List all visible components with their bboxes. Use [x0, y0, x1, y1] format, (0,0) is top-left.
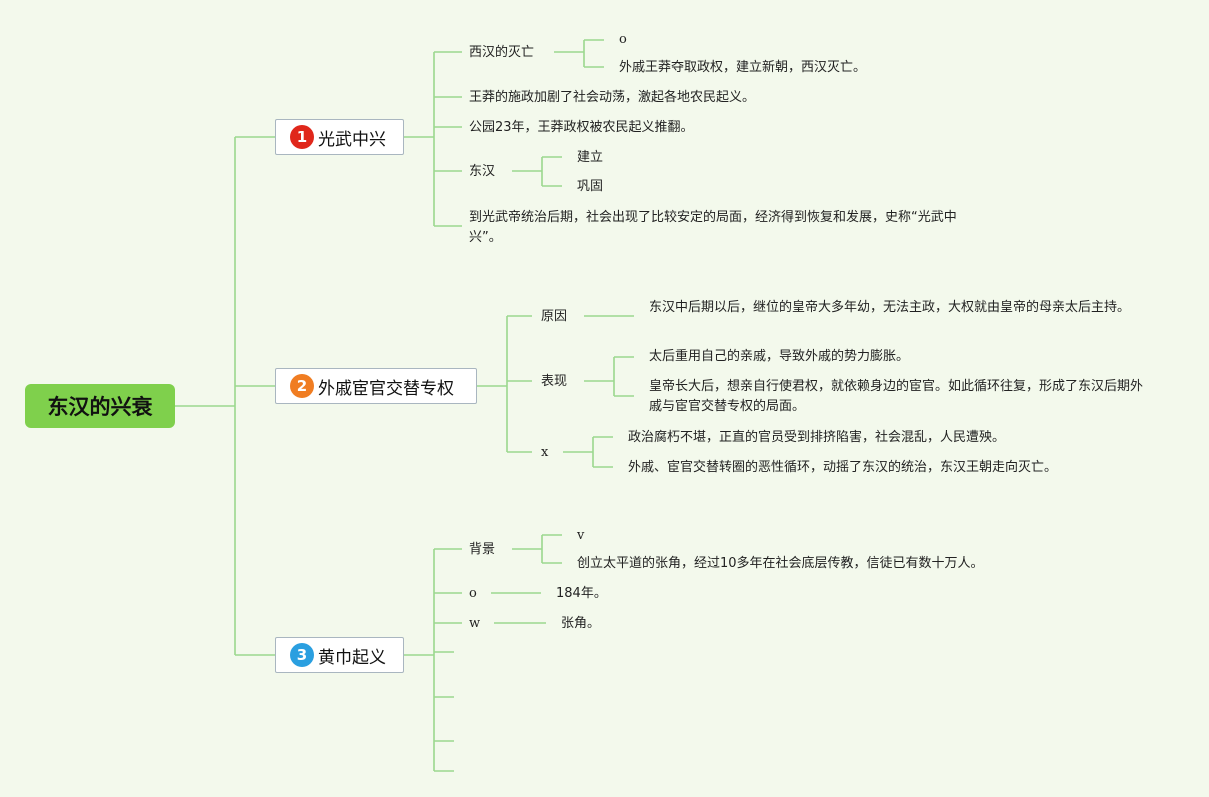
- topic-cause[interactable]: 原因: [541, 309, 568, 324]
- topic-o[interactable]: o: [469, 586, 477, 601]
- subtopic-corruption[interactable]: 政治腐朽不堪，正直的官员受到排挤陷害，社会混乱，人民遭殃。: [628, 430, 1006, 445]
- number-badge-2: 2: [290, 374, 314, 398]
- topic-eastern-han[interactable]: 东汉: [469, 164, 496, 179]
- topic-guangwu-revival[interactable]: 到光武帝统治后期，社会出现了比较安定的局面，经济得到恢复和发展，史称“光武中兴”…: [469, 210, 957, 245]
- subtopic-vicious-cycle[interactable]: 外戚、宦官交替转圈的恶性循环，动摇了东汉的统治，东汉王朝走向灭亡。: [628, 460, 1058, 475]
- branch-label: 黄巾起义: [318, 647, 386, 668]
- number-badge-3: 3: [290, 643, 314, 667]
- topic-w[interactable]: w: [469, 616, 481, 631]
- topic-western-han-fall[interactable]: 西汉的灭亡: [469, 45, 535, 60]
- subtopic-consolidate[interactable]: 巩固: [577, 179, 604, 194]
- topic-manifestation[interactable]: 表现: [541, 374, 568, 389]
- branch-yellow-turban[interactable]: 3 黄巾起义: [275, 637, 404, 673]
- topic-wang-mang-policies[interactable]: 王莽的施政加剧了社会动荡，激起各地农民起义。: [469, 90, 756, 105]
- branch-consort-eunuch[interactable]: 2 外戚宦官交替专权: [275, 368, 477, 404]
- topic-x[interactable]: x: [541, 445, 549, 460]
- branch-label: 外戚宦官交替专权: [318, 378, 454, 399]
- subtopic-eunuch-reliance[interactable]: 皇帝长大后，想亲自行使君权，就依赖身边的宦官。如此循环往复，形成了东汉后期外戚与…: [649, 379, 1144, 414]
- subtopic-young-emperors[interactable]: 东汉中后期以后，继位的皇帝大多年幼，无法主政，大权就由皇帝的母亲太后主持。: [649, 300, 1131, 315]
- subtopic-184[interactable]: 184年。: [556, 586, 607, 601]
- subtopic-zhang-jiao[interactable]: 张角。: [561, 616, 601, 631]
- subtopic-establish[interactable]: 建立: [577, 150, 604, 165]
- topic-background[interactable]: 背景: [469, 542, 496, 557]
- subtopic-empress-relatives[interactable]: 太后重用自己的亲戚，导致外戚的势力膨胀。: [649, 349, 910, 364]
- subtopic-o[interactable]: o: [619, 32, 627, 47]
- subtopic-v[interactable]: v: [577, 528, 585, 543]
- subtopic-wang-mang-usurp[interactable]: 外戚王莽夺取政权，建立新朝，西汉灭亡。: [619, 60, 867, 75]
- branch-guangwu[interactable]: 1 光武中兴: [275, 119, 404, 155]
- subtopic-zhang-jiao-taiping[interactable]: 创立太平道的张角，经过10多年在社会底层传教，信徒已有数十万人。: [577, 556, 984, 571]
- topic-23-ad[interactable]: 公园23年，王莽政权被农民起义推翻。: [469, 120, 694, 135]
- branch-label: 光武中兴: [318, 129, 386, 150]
- root-title: 东汉的兴衰: [47, 395, 153, 419]
- root-node[interactable]: 东汉的兴衰: [25, 384, 175, 428]
- number-badge-1: 1: [290, 125, 314, 149]
